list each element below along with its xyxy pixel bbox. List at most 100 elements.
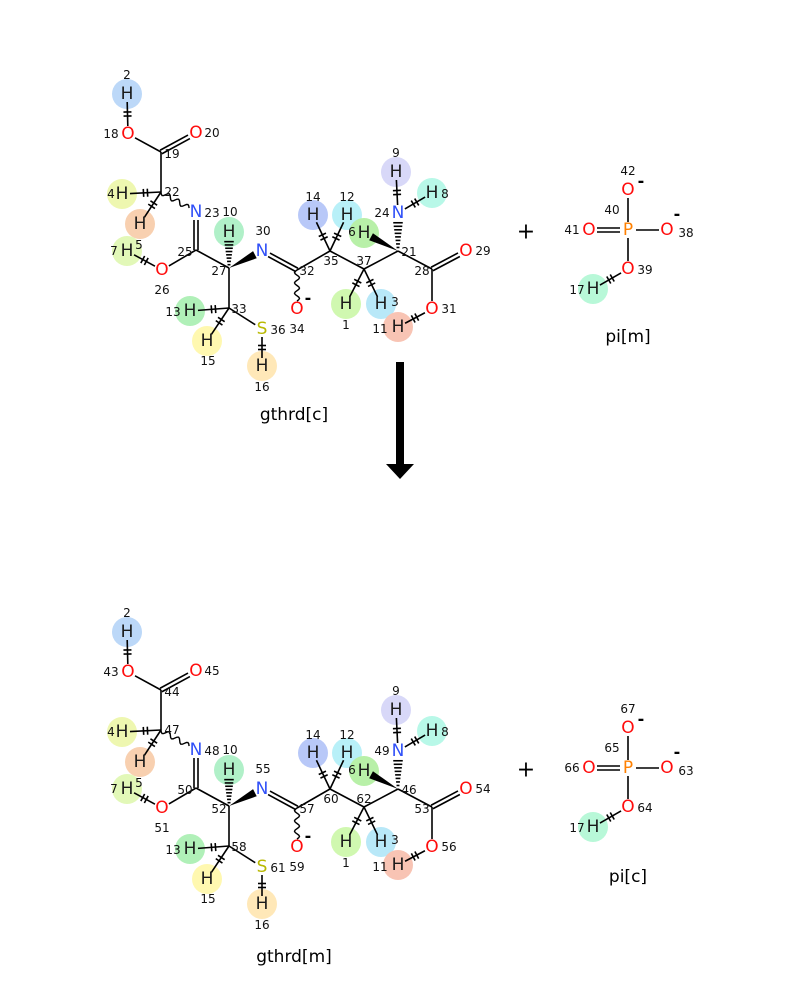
atom-symbol: O: [621, 718, 634, 738]
bond: [599, 810, 622, 824]
atom-symbol: S: [257, 319, 268, 339]
atom-index: 3: [391, 833, 399, 847]
bond-tick: [410, 853, 416, 861]
atom-index: 2: [123, 606, 131, 620]
atom-symbol: H: [358, 223, 371, 243]
double-bond: [269, 252, 299, 269]
atom-index: 64: [637, 801, 652, 815]
double-bond: [161, 137, 191, 155]
atom-index: 36: [270, 323, 285, 337]
bond: [143, 191, 162, 218]
bond: [228, 845, 256, 864]
charge-label: -: [674, 743, 681, 762]
atom-symbol: H: [184, 839, 197, 859]
bond: [329, 788, 365, 808]
bond: [363, 806, 379, 836]
atom-highlight: [192, 864, 222, 894]
atom-index: 37: [356, 254, 371, 268]
atom-symbol: H: [390, 162, 403, 182]
atom-index: 17: [569, 821, 584, 835]
bond-tick: [351, 820, 360, 826]
bond: [228, 307, 256, 326]
atom-highlight: [247, 351, 277, 381]
atom-symbol: N: [392, 203, 405, 223]
atom-highlight: [125, 747, 155, 777]
atom-symbol: N: [190, 202, 203, 222]
atom-highlight: [107, 179, 137, 209]
wedge-bond: [369, 233, 398, 251]
bond: [143, 729, 162, 756]
atom-highlight: [383, 312, 413, 342]
arrow-shaft: [396, 362, 404, 466]
atom-index: 5: [135, 776, 143, 790]
atom-symbol: S: [257, 857, 268, 877]
atom-index: 34: [289, 322, 304, 336]
double-bond: [432, 255, 461, 272]
atom-index: 53: [414, 802, 429, 816]
atom-symbol: O: [459, 779, 472, 799]
atom-symbol: O: [425, 299, 438, 319]
atom-index: 20: [204, 126, 219, 140]
atom-symbol: O: [189, 661, 202, 681]
atom-index: 39: [637, 263, 652, 277]
atom-highlight: [112, 617, 142, 647]
atom-highlight: [125, 209, 155, 239]
atom-symbol: N: [392, 741, 405, 761]
atom-index: 31: [441, 302, 456, 316]
atom-index: 16: [254, 918, 269, 932]
bond-tick: [147, 203, 156, 210]
atom-highlights: [107, 79, 608, 919]
atom-symbol: O: [621, 180, 634, 200]
atom-index: 9: [392, 684, 400, 698]
bond: [197, 307, 230, 312]
atom-index: 60: [323, 792, 338, 806]
atom-index: 35: [323, 254, 338, 268]
atom-index: 25: [177, 245, 192, 259]
double-bond: [269, 790, 299, 807]
bond: [329, 250, 365, 270]
atom-index: 40: [604, 203, 619, 217]
bond: [329, 759, 345, 790]
atom-index: 21: [401, 245, 416, 259]
bond-tick: [150, 738, 158, 744]
atom-index: 50: [177, 783, 192, 797]
atom-highlight: [366, 289, 396, 319]
double-bond: [159, 672, 189, 689]
bond: [363, 268, 379, 298]
bond-tick: [367, 820, 376, 826]
bond: [397, 250, 433, 270]
atom-highlight: [112, 79, 142, 109]
atom-index: 10: [222, 743, 237, 757]
double-bond: [432, 793, 461, 810]
bond: [363, 250, 399, 270]
atom-index: 4: [107, 725, 115, 739]
atom-symbol: H: [307, 743, 320, 763]
atom-symbol: H: [587, 279, 600, 299]
atom-symbol: N: [190, 740, 203, 760]
bond: [395, 179, 399, 206]
bond: [315, 221, 331, 252]
bond: [129, 191, 162, 195]
atom-index: 13: [165, 305, 180, 319]
double-bond: [159, 134, 189, 151]
atom-index: 2: [123, 68, 131, 82]
atom-index: 63: [678, 764, 693, 778]
atom-index: 8: [441, 725, 449, 739]
double-bond: [267, 793, 297, 811]
atom-index: 55: [255, 762, 270, 776]
atom-index: 44: [164, 685, 179, 699]
atom-index: 65: [604, 741, 619, 755]
arrow-head-icon: [386, 464, 414, 479]
atom-index: 30: [255, 224, 270, 238]
atom-symbol: H: [256, 356, 269, 376]
wedge-bond: [229, 789, 257, 806]
bond-tick: [414, 851, 420, 859]
atom-symbol: O: [582, 220, 595, 240]
bond: [348, 268, 365, 298]
atom-symbol: O: [155, 260, 168, 280]
atom-symbol: H: [340, 832, 353, 852]
atom-index: 62: [356, 792, 371, 806]
reaction-arrow: [386, 362, 414, 479]
